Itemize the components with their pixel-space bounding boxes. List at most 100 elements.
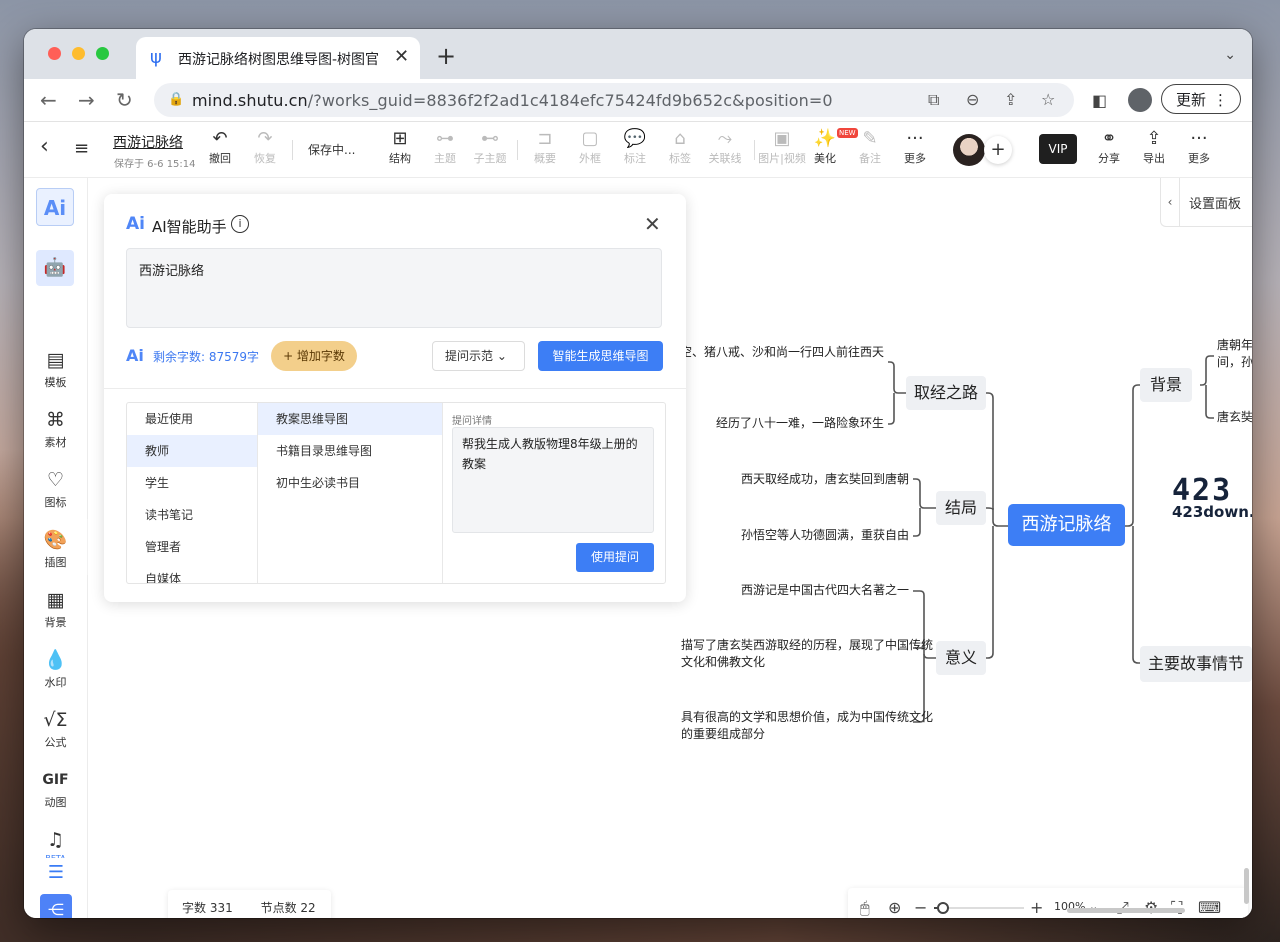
topic-node-road[interactable]: 取经之路 — [906, 376, 986, 410]
tag-button[interactable]: ⌂标签 — [657, 128, 703, 166]
share-page-icon[interactable]: ⇪ — [1004, 90, 1018, 109]
topic-node-ending[interactable]: 结局 — [936, 491, 986, 525]
sidebar-item-icons[interactable]: ♡图标 — [24, 468, 87, 510]
beautify-button[interactable]: ✨美化 — [802, 128, 848, 166]
mindmap-view-button[interactable]: ⋲ — [40, 894, 72, 918]
minimize-window-button[interactable] — [72, 47, 85, 60]
category-item[interactable]: 学生 — [145, 476, 170, 490]
new-tab-button[interactable]: + — [436, 42, 457, 70]
add-words-button[interactable]: + 增加字数 — [271, 341, 357, 371]
close-window-button[interactable] — [48, 47, 61, 60]
remark-label: 备注 — [859, 152, 881, 165]
leaf-node[interactable]: 西天取经成功，唐玄奘回到唐朝 — [740, 472, 909, 486]
back-icon[interactable]: ← — [40, 88, 57, 112]
generate-mindmap-button[interactable]: 智能生成思维导图 — [538, 341, 663, 371]
example-dropdown[interactable]: 提问示范 ⌄ — [432, 341, 525, 371]
more-button-2[interactable]: ···更多 — [1176, 128, 1222, 166]
update-button[interactable]: 更新⋮ — [1161, 84, 1241, 114]
redo-button[interactable]: ↷恢复 — [242, 128, 288, 166]
leaf-node[interactable]: 经历了八十一难，一路险象环生 — [715, 416, 884, 430]
category-item[interactable]: 管理者 — [145, 540, 182, 554]
topic-node-meaning[interactable]: 意义 — [936, 641, 986, 675]
share-button[interactable]: ⚭分享 — [1086, 128, 1132, 166]
bookmark-star-icon[interactable]: ☆ — [1041, 90, 1056, 109]
forward-icon[interactable]: → — [78, 88, 95, 112]
subtopic-button[interactable]: ⊷子主题 — [467, 128, 513, 166]
leaf-node[interactable]: 唐玄奘 — [1217, 410, 1252, 424]
settings-panel-toggle[interactable]: ‹ 设置面板 — [1160, 178, 1252, 227]
structure-button[interactable]: ⊞结构 — [377, 128, 423, 166]
sidebar-item-watermark[interactable]: 💧水印 — [24, 648, 87, 690]
tag-icon: ⌂ — [674, 128, 686, 149]
vertical-scrollbar[interactable] — [1244, 868, 1249, 904]
leaf-node[interactable]: 孙悟空、猪八戒、沙和尚一行四人前往西天 — [656, 345, 885, 359]
horizontal-scrollbar[interactable] — [1067, 908, 1185, 913]
fullscreen-icon[interactable]: ⛶ — [1171, 898, 1182, 918]
leaf-node[interactable]: 西游记是中国古代四大名著之一 — [740, 583, 909, 597]
frame-icon: ▢ — [581, 128, 599, 149]
topic-node-main-story[interactable]: 主要故事情节 — [1140, 646, 1252, 682]
leaf-node[interactable]: 具有很高的文学和思想价值，成为中国传统文化的重要组成部分 — [681, 710, 934, 741]
media-button[interactable]: ▣图片|视频 — [757, 128, 807, 166]
zoom-in-icon[interactable]: + — [1030, 898, 1044, 917]
sidebar-item-illustrations[interactable]: 🎨插图 — [24, 528, 87, 570]
template-item[interactable]: 初中生必读书目 — [276, 476, 361, 490]
vip-button[interactable]: VIP — [1039, 134, 1077, 164]
category-item-selected[interactable]: 教师 — [127, 435, 257, 467]
zoom-icon[interactable]: ⊖ — [966, 90, 980, 109]
translate-icon[interactable]: ⧉ — [928, 90, 940, 109]
leaf-node[interactable]: 唐朝年间，孙悟空被压五行山下 — [1217, 338, 1252, 369]
close-icon[interactable]: ✕ — [644, 212, 661, 236]
root-node[interactable]: 西游记脉络 — [1008, 504, 1125, 546]
tab-search-icon[interactable]: ⌄ — [1224, 47, 1236, 63]
undo-button[interactable]: ↶撤回 — [197, 128, 243, 166]
prompt-detail-textarea[interactable]: 帮我生成人教版物理8年级上册的教案 — [452, 427, 654, 533]
url-field[interactable]: 🔒 mind.shutu.cn/?works_guid=8836f2f2ad1c… — [154, 83, 1074, 117]
reload-icon[interactable]: ↻ — [116, 88, 133, 112]
back-chevron-icon[interactable]: ‹ — [40, 134, 49, 159]
remark-button[interactable]: ✎备注 — [847, 128, 893, 166]
browser-tab[interactable]: ψ 西游记脉络树图思维导图-树图官 ✕ — [136, 37, 420, 79]
sidebar-item-materials[interactable]: ⌘素材 — [24, 408, 87, 450]
ai-topic-input[interactable]: 西游记脉络 — [126, 248, 662, 328]
category-item[interactable]: 读书笔记 — [145, 508, 194, 522]
doc-name[interactable]: 西游记脉络 — [113, 135, 183, 151]
mouse-mode-icon[interactable]: 🖱 — [860, 898, 870, 917]
zoom-out-icon[interactable]: − — [914, 898, 928, 917]
profile-avatar[interactable] — [1128, 88, 1152, 112]
template-item-selected[interactable]: 教案思维导图 — [258, 403, 442, 435]
redo-icon: ↷ — [257, 128, 273, 149]
collaborator-avatar[interactable] — [953, 134, 985, 166]
add-collaborator-button[interactable]: + — [984, 136, 1012, 164]
more-button[interactable]: ···更多 — [892, 128, 938, 166]
leaf-node[interactable]: 描写了唐玄奘西游取经的历程，展现了中国传统文化和佛教文化 — [681, 638, 934, 669]
topic-node-background[interactable]: 背景 — [1140, 368, 1192, 402]
summary-button[interactable]: ⊐概要 — [522, 128, 568, 166]
menu-icon[interactable]: ≡ — [74, 138, 90, 159]
use-prompt-button[interactable]: 使用提问 — [576, 543, 654, 572]
template-item[interactable]: 书籍目录思维导图 — [276, 444, 373, 458]
sidebar-item-background[interactable]: ▦背景 — [24, 588, 87, 630]
outline-view-button[interactable]: ☰ — [40, 858, 72, 888]
info-icon[interactable]: i — [231, 215, 249, 233]
category-item[interactable]: 自媒体 — [145, 572, 182, 584]
export-button[interactable]: ⇪导出 — [1131, 128, 1177, 166]
ai-assistant-button[interactable]: Ai — [36, 188, 74, 226]
keyboard-icon[interactable]: ⌨ — [1198, 898, 1222, 917]
callout-button[interactable]: 💬标注 — [612, 128, 658, 166]
maximize-window-button[interactable] — [96, 47, 109, 60]
relation-button[interactable]: ⤳关联线 — [702, 128, 748, 166]
frame-button[interactable]: ▢外框 — [567, 128, 613, 166]
robot-icon[interactable]: 🤖 — [36, 250, 74, 286]
zoom-slider-knob[interactable] — [937, 902, 949, 914]
category-item[interactable]: 最近使用 — [145, 412, 194, 426]
topic-button[interactable]: ⊶主题 — [422, 128, 468, 166]
sidepanel-icon[interactable]: ◧ — [1092, 91, 1108, 110]
locate-icon[interactable]: ⊕ — [888, 898, 902, 917]
close-tab-icon[interactable]: ✕ — [394, 46, 410, 67]
leaf-node[interactable]: 孙悟空等人功德圆满，重获自由 — [740, 528, 909, 542]
sidebar-item-templates[interactable]: ▤模板 — [24, 348, 87, 390]
summary-icon: ⊐ — [537, 128, 553, 149]
